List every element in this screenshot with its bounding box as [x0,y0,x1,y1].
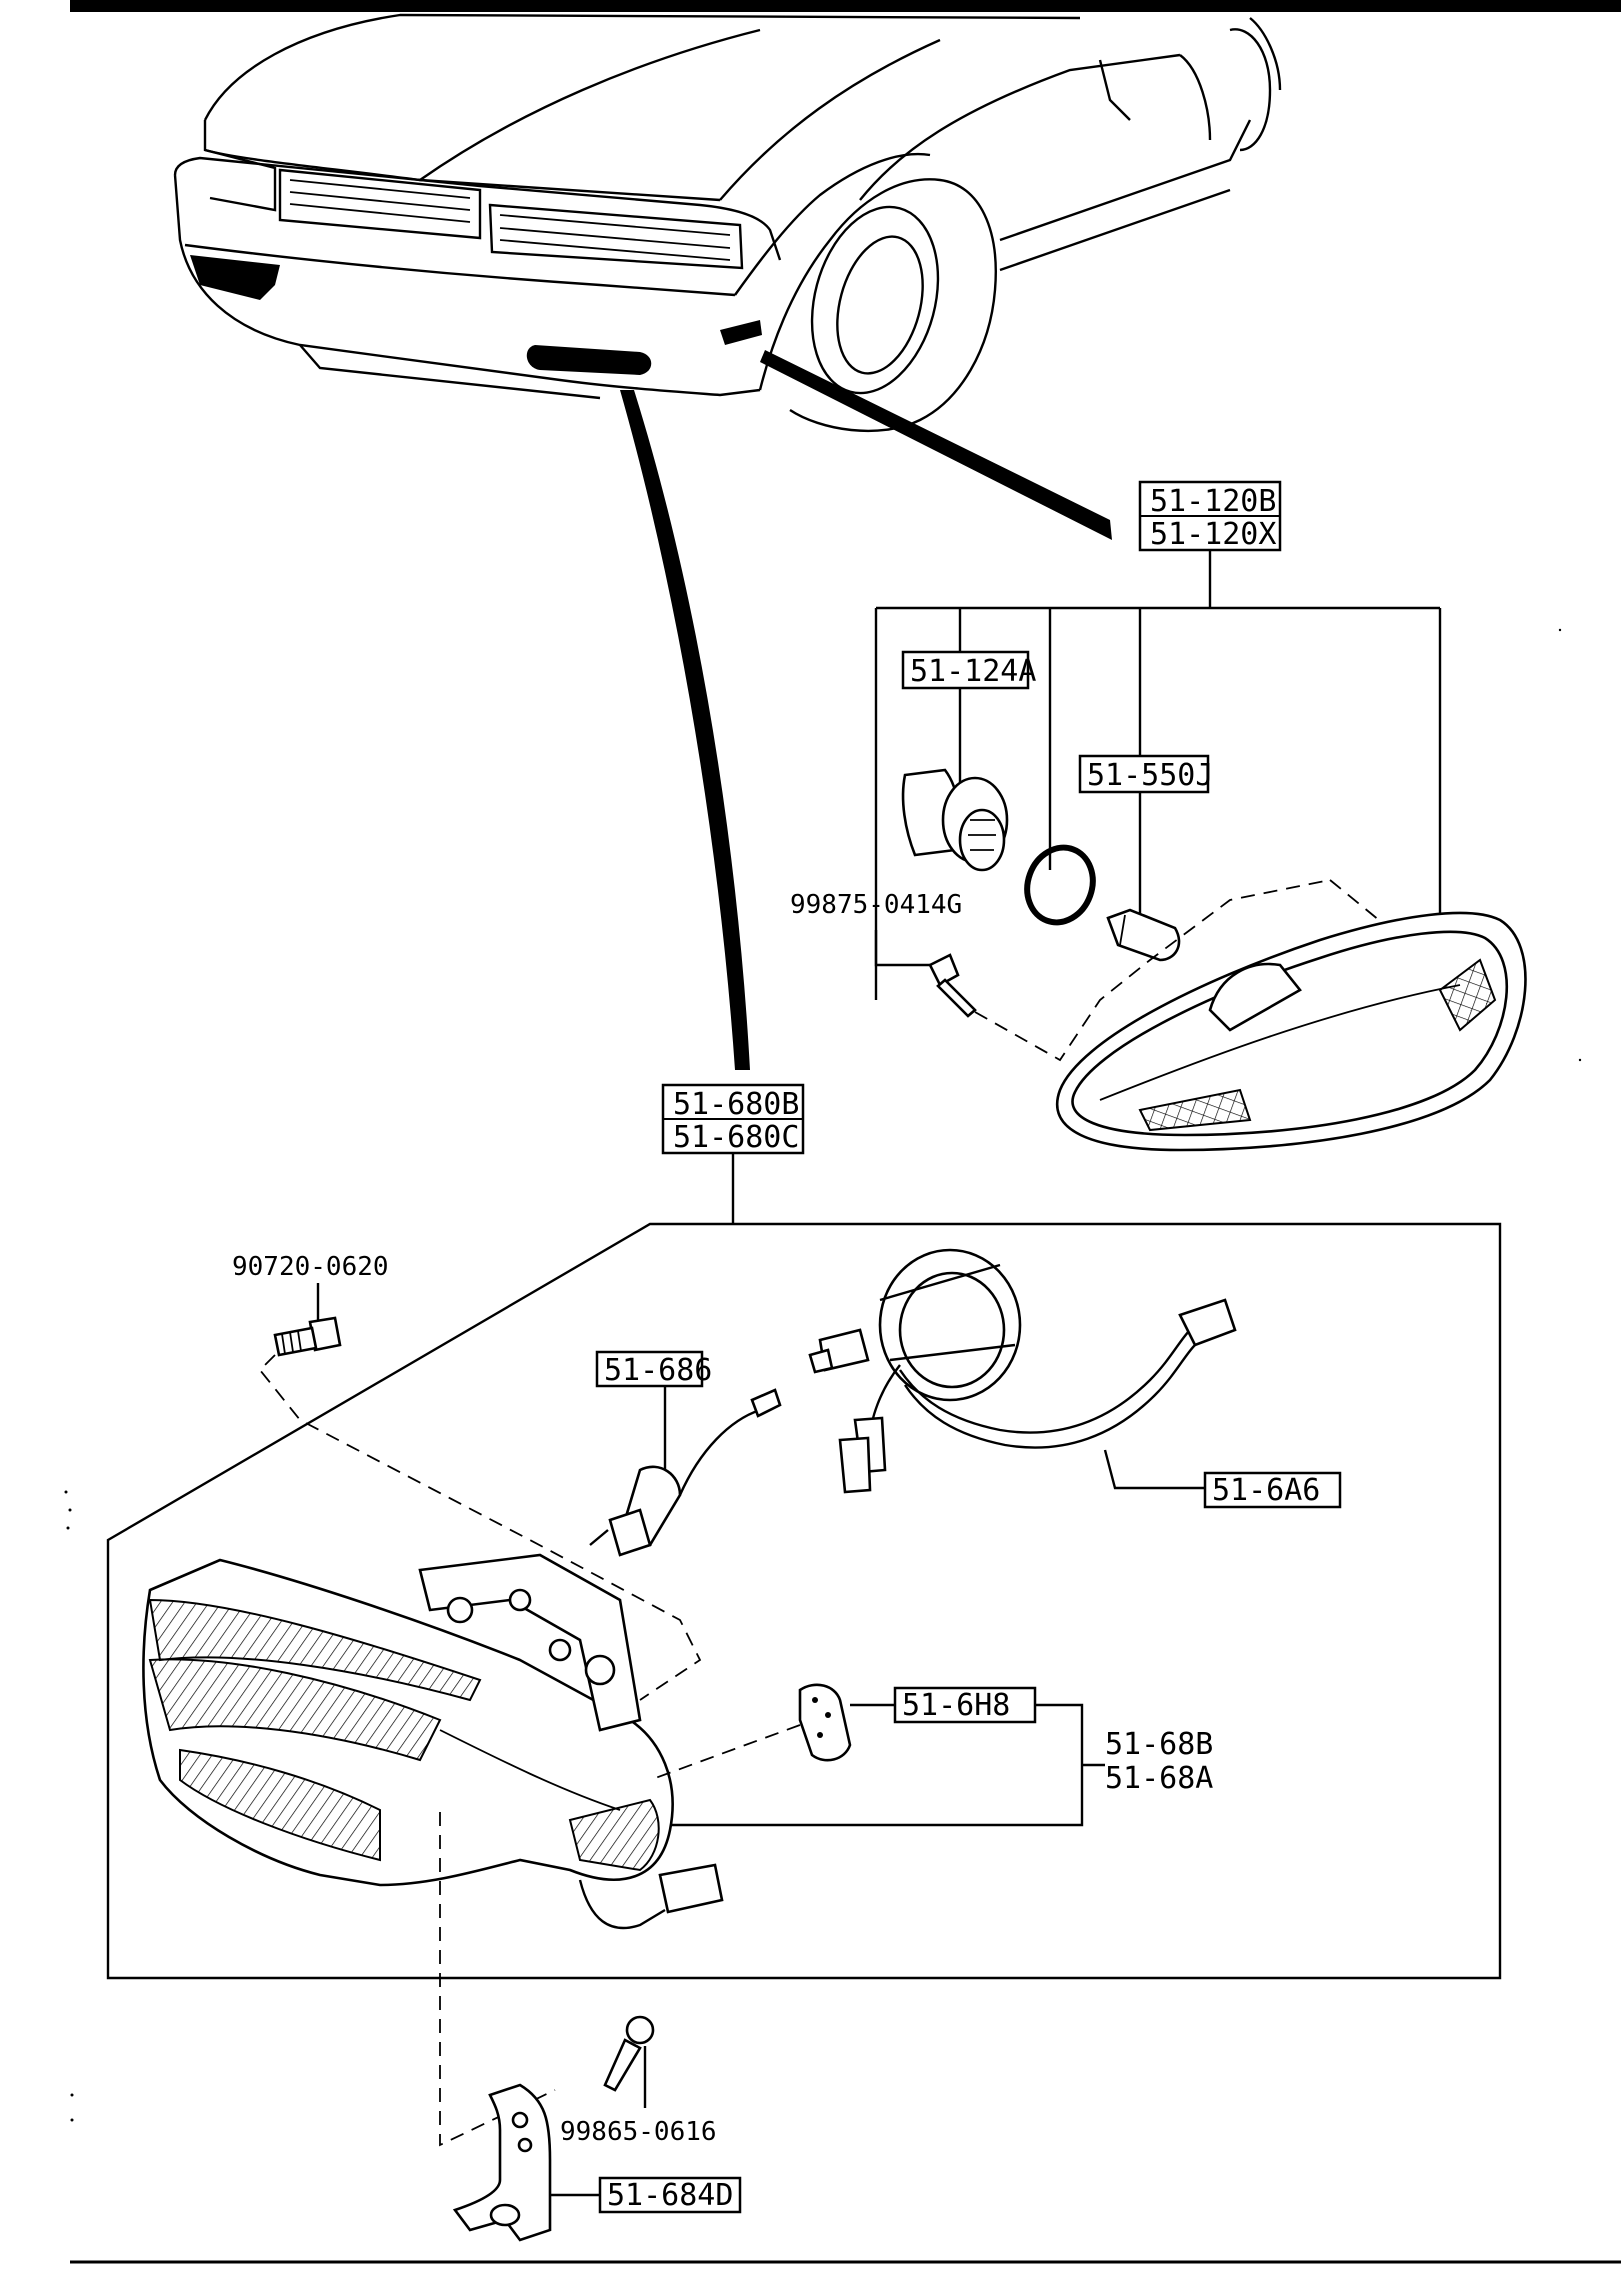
callout-fog-unit: 51-68B 51-68A [1105,1727,1213,1796]
label-side-lamp-a: 51-120B [1150,484,1276,519]
bracket-part [452,2083,552,2242]
leader-side-lamp [760,350,1112,540]
label-fog-harness: 51-6A6 [1212,1473,1320,1508]
fog-lamp-body [142,1553,724,1930]
fog-grommet-part [798,1683,852,1762]
label-bracket-screw: 99865-0616 [560,2117,717,2147]
label-fog-unit-a: 51-68B [1105,1727,1213,1762]
label-fog-unit-b: 51-68A [1105,1761,1213,1796]
callout-fog-lamp: 51-680B 51-680C [661,1083,805,1155]
side-marker-lamp [1055,911,1527,1152]
fog-bulb-part [589,1388,782,1557]
label-side-bulb: 51-550J [1087,758,1213,793]
bracket-screw-part [603,2015,655,2092]
label-side-screw: 99875-0414G [790,890,962,920]
callout-side-lamp: 51-120B 51-120X [1138,480,1282,552]
scan-specks [64,628,1582,2122]
o-ring [1024,844,1096,926]
label-fog-lamp-a: 51-680B [673,1087,799,1122]
bracket-side-lamp [874,550,1442,1000]
label-fog-lamp-b: 51-680C [673,1120,799,1155]
label-side-lamp-b: 51-120X [1150,517,1276,552]
fog-socket-harness [808,1248,1237,1494]
side-bulb-part [1106,908,1181,962]
side-screw-part [928,953,977,1018]
label-bracket: 51-684D [607,2178,733,2213]
fog-lamp-assembly-frame [106,1222,1502,1980]
label-fog-bolt: 90720-0620 [232,1252,389,1282]
car-front-illustration [173,13,1282,433]
label-fog-bulb: 51-686 [604,1353,712,1388]
leader-fog-lamp [620,390,750,1070]
socket-part [901,768,1009,872]
label-fog-grommet: 51-6H8 [902,1688,1010,1723]
fog-bolt-part [273,1316,342,1357]
top-border [70,0,1621,12]
label-socket: 51-124A [910,654,1036,689]
